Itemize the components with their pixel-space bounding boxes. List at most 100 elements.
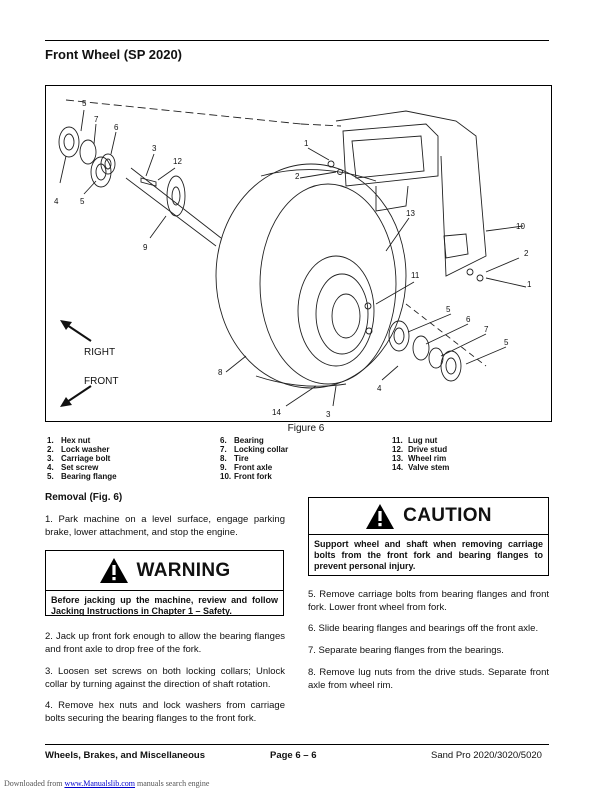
callout-11: 11 — [411, 271, 420, 280]
callout-6-b: 6 — [466, 315, 471, 324]
manualslib-link[interactable]: www.Manualslib.com — [64, 779, 136, 788]
callout-3-a: 3 — [152, 144, 157, 153]
legend-item: 2.Lock washer — [47, 445, 110, 454]
legend-column-2: 6.Bearing 7.Locking collar 8.Tire 9.Fron… — [220, 436, 288, 481]
caution-header: CAUTION — [309, 498, 548, 535]
callout-9: 9 — [143, 243, 148, 252]
callout-5-b: 5 — [80, 197, 85, 206]
top-rule — [45, 40, 549, 41]
legend-item: 14.Valve stem — [392, 463, 450, 472]
right-bearing-flange — [388, 320, 410, 352]
warning-triangle-icon — [99, 558, 128, 583]
legend-item: 8.Tire — [220, 454, 249, 463]
callout-5-c: 5 — [446, 305, 451, 314]
lock-washer-lower — [466, 268, 474, 276]
removal-step-7: 7. Separate bearing flanges from the bea… — [308, 645, 504, 656]
right-bearing-flange-hole — [393, 327, 405, 345]
legend-item: 12.Drive stud — [392, 445, 448, 454]
left-bearing-flange-bottom-hole — [95, 163, 107, 181]
figure-caption: Figure 6 — [287, 423, 325, 434]
legend-item: 9.Front axle — [220, 463, 273, 472]
tire-tread-top — [260, 169, 377, 182]
legend-item: 13.Wheel rim — [392, 454, 447, 463]
left-bearing-flange-bottom — [90, 156, 112, 188]
callout-14: 14 — [272, 408, 281, 417]
legend-item: 6.Bearing — [220, 436, 264, 445]
left-bearing-top — [79, 139, 97, 165]
legend-item: 3.Carriage bolt — [47, 454, 111, 463]
download-notice: Downloaded from www.Manualslib.com manua… — [4, 779, 210, 788]
callout-12: 12 — [173, 157, 182, 166]
wheel-rim-inner — [315, 273, 369, 355]
axle-flange-center — [171, 186, 181, 206]
front-axle-shaft — [125, 167, 222, 247]
dash-guide-1 — [65, 99, 302, 125]
tire-side — [259, 183, 397, 385]
right-bearing-flange-outer-hole — [445, 357, 457, 375]
footer-chapter-title: Wheels, Brakes, and Miscellaneous — [45, 750, 205, 761]
direction-right-label: RIGHT — [84, 347, 115, 358]
left-locking-collar-hole — [104, 158, 112, 170]
removal-step-1: 1. Park machine on a level surface, enga… — [45, 514, 285, 538]
callout-7-a: 7 — [94, 115, 99, 124]
callout-5-d: 5 — [504, 338, 509, 347]
front-fork-inner-frame — [351, 135, 425, 179]
fork-bracket-upper — [375, 185, 409, 212]
front-fork-frame — [342, 123, 439, 187]
dash-guide-3 — [405, 303, 487, 367]
left-bearing-flange-top — [58, 126, 80, 158]
callout-10: 10 — [516, 222, 525, 231]
caution-box: CAUTION Support wheel and shaft when rem… — [308, 497, 549, 576]
footer-rule — [45, 744, 549, 745]
fork-bracket-lower — [443, 233, 469, 259]
figure-6-illustration: 5 7 6 3 12 4 5 9 1 2 13 10 2 1 11 5 6 7 … — [45, 85, 552, 422]
warning-header: WARNING — [46, 551, 283, 591]
front-fork-outline — [335, 110, 487, 277]
legend-item: 5.Bearing flange — [47, 472, 117, 481]
callout-13: 13 — [406, 209, 415, 218]
legend-item: 7.Locking collar — [220, 445, 289, 454]
legend-item: 1.Hex nut — [47, 436, 91, 445]
removal-step-4: 4. Remove hex nuts and lock washers from… — [45, 700, 285, 724]
removal-step-8: 8. Remove lug nuts from the drive studs.… — [308, 667, 549, 691]
callout-3-b: 3 — [326, 410, 331, 419]
valve-stem — [365, 327, 373, 335]
front-arrow-head — [60, 397, 72, 407]
legend-column-1: 1.Hex nut 2.Lock washer 3.Carriage bolt … — [47, 436, 117, 481]
lug-nut — [364, 302, 372, 310]
footer-page-number: Page 6 – 6 — [270, 750, 317, 761]
removal-step-6: 6. Slide bearing flanges and bearings of… — [308, 623, 539, 634]
caution-triangle-icon — [366, 503, 395, 529]
warning-word: WARNING — [136, 559, 231, 581]
caution-text: Support wheel and shaft when removing ca… — [314, 539, 543, 571]
direction-front-label: FRONT — [84, 376, 118, 387]
callout-1-a: 1 — [304, 139, 309, 148]
right-arrow-head — [60, 320, 72, 330]
axle-flange — [166, 175, 186, 217]
callout-7-b: 7 — [484, 325, 489, 334]
exploded-view-drawing: 5 7 6 3 12 4 5 9 1 2 13 10 2 1 11 5 6 7 … — [54, 99, 532, 419]
callout-5-a: 5 — [82, 99, 87, 108]
tire-outer — [215, 163, 407, 389]
callout-4-b: 4 — [377, 384, 382, 393]
hex-nut-lower — [476, 274, 484, 282]
warning-box: WARNING Before jacking up the machine, r… — [45, 550, 284, 616]
legend-item: 11.Lug nut — [392, 436, 438, 445]
footer-model-name: Sand Pro 2020/3020/5020 — [431, 750, 542, 761]
legend-column-3: 11.Lug nut 12.Drive stud 13.Wheel rim 14… — [392, 436, 449, 472]
callout-4-a: 4 — [54, 197, 59, 206]
callout-1-b: 1 — [527, 280, 532, 289]
removal-step-2: 2. Jack up front fork enough to allow th… — [45, 631, 285, 655]
removal-step-3: 3. Loosen set screws on both locking col… — [45, 666, 285, 690]
right-bearing-flange-outer — [440, 350, 462, 382]
left-bearing-flange-hole — [63, 133, 75, 151]
wheel-hub — [331, 293, 361, 339]
callout-2-b: 2 — [524, 249, 529, 258]
tire-tread-bottom — [255, 375, 347, 387]
removal-heading: Removal (Fig. 6) — [45, 492, 123, 503]
warning-text: Before jacking up the machine, review an… — [51, 595, 278, 616]
hex-nut-upper — [327, 160, 335, 168]
legend-item: 10.Front fork — [220, 472, 272, 481]
removal-step-5: 5. Remove carriage bolts from bearing fl… — [308, 589, 549, 613]
carriage-bolt-left — [140, 177, 157, 187]
